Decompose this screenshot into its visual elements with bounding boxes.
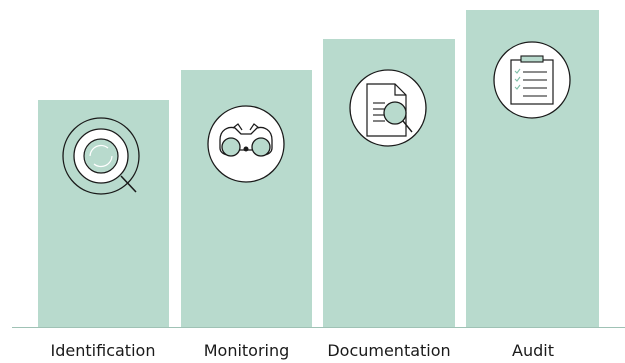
magnifying-glass-icon [55,112,151,208]
step-label-identification: Identification [50,341,156,360]
baseline [12,327,625,328]
clipboard-checklist-icon [484,40,580,136]
document-search-icon [340,69,436,166]
step-label-documentation: Documentation [327,341,451,360]
binoculars-icon [198,96,294,192]
step-label-audit: Audit [512,341,554,360]
step-label-monitoring: Monitoring [203,341,290,360]
